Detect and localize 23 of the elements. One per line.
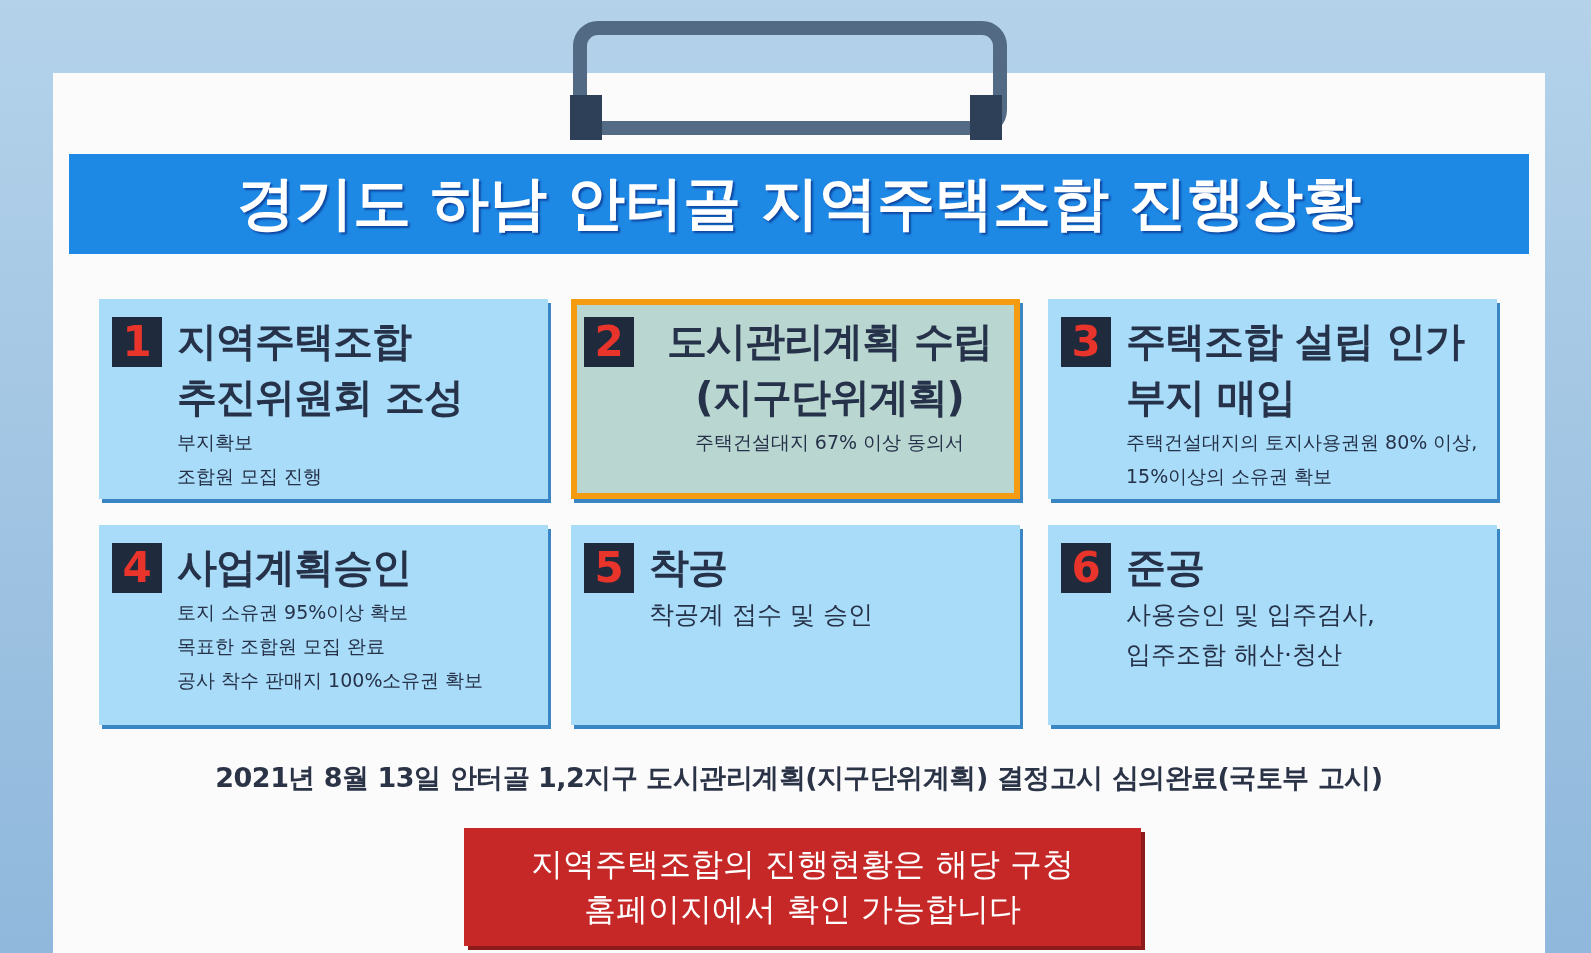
step-heading: 주택조합 설립 인가 부지 매입 [1126, 317, 1466, 422]
step-heading: 준공 [1126, 543, 1205, 592]
step-number: 6 [1061, 543, 1111, 593]
step-number: 2 [584, 317, 634, 367]
step-detail: 사용승인 및 입주검사, 입주조합 해산·청산 [1126, 599, 1376, 671]
step-heading: 지역주택조합 추진위원회 조성 [177, 317, 464, 422]
step-heading: 착공 [649, 543, 728, 592]
step-detail: 목표한 조합원 모집 완료 [177, 634, 387, 659]
step-detail: 부지확보 [177, 430, 254, 455]
note-text: 2021년 8월 13일 안터골 1,2지구 도시관리계획(지구단위계획) 결정고시 심의완료(국토부 고시) [214, 761, 1384, 795]
step-heading: 도시관리계획 수립 (지구단위계획) [666, 317, 993, 422]
step-number: 5 [584, 543, 634, 593]
step-detail: 공사 착수 판매지 100%소유권 확보 [177, 668, 485, 693]
step-number: 4 [112, 543, 162, 593]
step-detail: 착공계 접수 및 승인 [649, 599, 874, 631]
step-detail: 주택건설대지 67% 이상 동의서 [693, 430, 966, 455]
step-detail: 주택건설대지의 토지사용권원 80% 이상, 15%이상의 소유권 확보 [1126, 430, 1479, 489]
step-detail: 조합원 모집 진행 [177, 464, 324, 489]
step-detail: 토지 소유권 95%이상 확보 [177, 600, 410, 625]
step-number: 1 [112, 317, 162, 367]
step-heading: 사업계획승인 [177, 543, 412, 592]
title-banner: 경기도 하남 안터골 지역주택조합 진행상황 [69, 154, 1529, 254]
step-number: 3 [1061, 317, 1111, 367]
